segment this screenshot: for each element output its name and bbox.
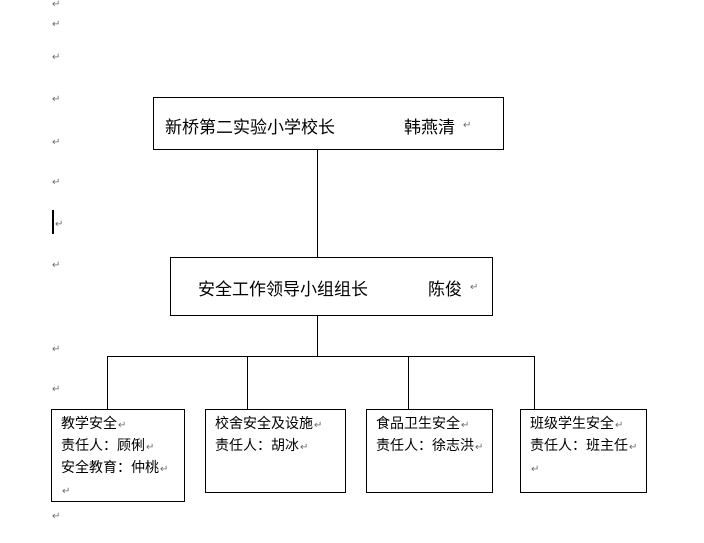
principal-name: 韩燕清 [404,118,455,138]
paragraph-mark: ↵ [461,420,470,431]
text-cursor [52,210,54,234]
dept-title: 教学安全 [61,416,117,432]
connector-branch-4 [534,356,535,409]
safety-leader-title: 安全工作领导小组组长 [198,280,368,300]
paragraph-mark: ↵ [314,420,323,431]
paragraph-mark: ↵ [146,442,155,453]
paragraph-mark: ↵ [118,420,127,431]
dept-responsible: 责任人：胡冰 [215,438,299,454]
principal-box: 新桥第二实验小学校长 韩燕清 ↵ [153,97,504,150]
dept-box-class-safety: 班级学生安全↵ 责任人：班主任↵ ↵ [520,409,647,493]
paragraph-mark: ↵ [52,19,61,30]
paragraph-mark: ↵ [62,486,71,497]
safety-leader-box: 安全工作领导小组组长 陈俊 ↵ [170,257,493,316]
paragraph-mark: ↵ [52,52,61,63]
paragraph-mark: ↵ [463,120,472,131]
dept-responsible: 责任人：顾俐 [61,438,145,454]
dept-responsible: 责任人：徐志洪 [376,438,474,454]
connector-mid-down [317,315,318,356]
connector-horizontal [107,356,535,357]
paragraph-mark: ↵ [52,0,61,10]
paragraph-mark: ↵ [52,177,61,188]
paragraph-mark: ↵ [55,219,64,230]
paragraph-mark: ↵ [531,464,540,475]
paragraph-mark: ↵ [300,442,309,453]
dept-title: 班级学生安全 [530,416,614,432]
connector-branch-2 [247,356,248,409]
safety-leader-name: 陈俊 [428,280,462,300]
paragraph-mark: ↵ [629,442,638,453]
connector-top-to-mid [317,149,318,258]
paragraph-mark: ↵ [52,137,61,148]
dept-box-teaching-safety: 教学安全↵ 责任人：顾俐↵ 安全教育：仲桃↵ ↵ [51,409,185,502]
principal-title: 新桥第二实验小学校长 [165,118,335,138]
paragraph-mark: ↵ [52,260,61,271]
dept-responsible: 责任人：班主任 [530,438,628,454]
paragraph-mark: ↵ [52,384,61,395]
connector-branch-1 [107,356,108,409]
dept-education: 安全教育：仲桃 [61,460,159,476]
paragraph-mark: ↵ [470,282,479,293]
paragraph-mark: ↵ [475,442,484,453]
dept-box-building-safety: 校舍安全及设施↵ 责任人：胡冰↵ [205,409,346,493]
paragraph-mark: ↵ [52,94,61,105]
paragraph-mark: ↵ [615,420,624,431]
paragraph-mark: ↵ [52,511,61,522]
paragraph-mark: ↵ [160,464,169,475]
dept-title: 校舍安全及设施 [215,416,313,432]
paragraph-mark: ↵ [52,344,61,355]
dept-title: 食品卫生安全 [376,416,460,432]
connector-branch-3 [408,356,409,409]
dept-box-food-safety: 食品卫生安全↵ 责任人：徐志洪↵ [366,409,493,493]
